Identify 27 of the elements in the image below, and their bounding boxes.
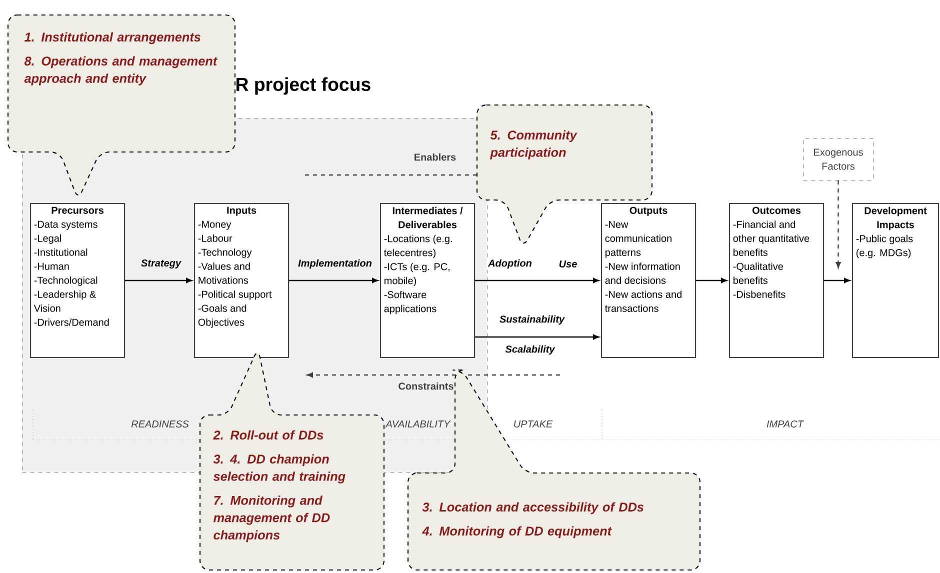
arrow [824, 278, 850, 284]
arrow [836, 180, 841, 268]
flow-label: Enablers [414, 153, 456, 161]
arrow [289, 278, 378, 284]
dashed-box: Exogenous Factors [803, 138, 874, 181]
arrow [475, 334, 600, 340]
phase-label: IMPACT [766, 420, 804, 428]
arrow-caption: Use [559, 260, 577, 268]
process-box: Outputs -New communication patterns -New information and decisions -New actions and transactions [601, 203, 696, 358]
arrow [696, 278, 728, 284]
arrow [125, 278, 192, 284]
phase-label: READINESS [131, 420, 189, 428]
phase-label: UPTAKE [514, 420, 553, 428]
process-box: Intermediates / Deliverables -Locations (e.g. telecentres) -ICTs (e.g. PC, mobile) -Software applications [380, 203, 476, 358]
process-box: Development Impacts -Public goals (e.g. MDGs) [852, 203, 940, 358]
process-box: Outcomes -Financial and other quantitative benefits -Qualitative benefits -Disbenefits [729, 203, 824, 358]
edge-label: Adoption [486, 258, 534, 270]
callout-bubble: 2. Roll-out of DDs 3. 4. DD champion selection and training 7. Monitoring and management of DD champions [199, 352, 385, 571]
process-box: Precursors -Data systems -Legal -Institutional -Human -Technological -Leadership & Vision -Drivers/Demand [30, 203, 126, 358]
edge-label: Sustainability [498, 314, 566, 326]
callout-bubble: 1. Institutional arrangements 8. Operations and management approach and entity [7, 14, 236, 196]
arrow [475, 278, 600, 284]
edge-label: Strategy [140, 258, 182, 270]
region-title: R project focus [236, 77, 370, 95]
process-box: Inputs -Money -Labour -Technology -Values and Motivations -Political support -Goals and Objectives [194, 203, 290, 358]
arrow-caption: Scalability [505, 345, 556, 355]
edge-label: Implementation [296, 258, 374, 270]
